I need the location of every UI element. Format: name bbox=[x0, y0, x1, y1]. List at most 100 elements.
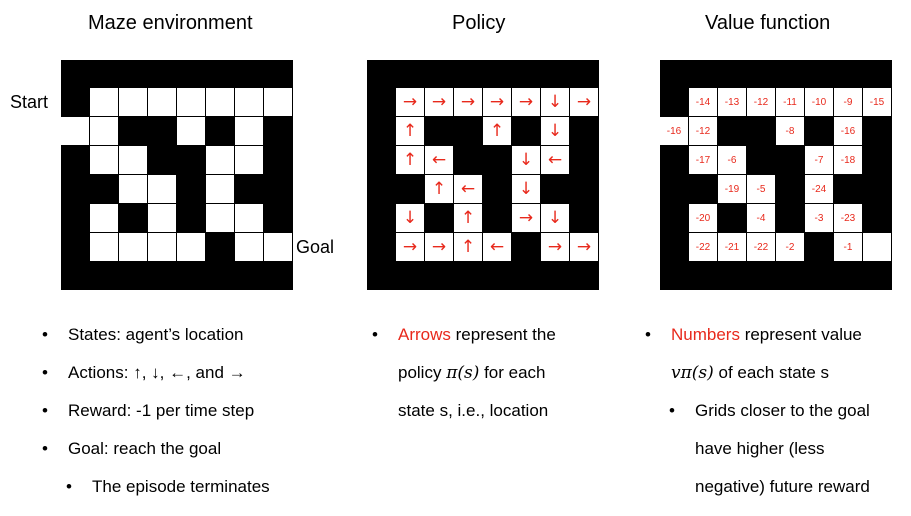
policy-open-cell: ↓ bbox=[541, 204, 569, 232]
policy-wall-cell bbox=[570, 204, 598, 232]
policy-wall-cell bbox=[367, 146, 395, 174]
value-wall-cell bbox=[689, 175, 717, 203]
value-grid: -14-13-12-11-10-9-15-12-8-16-17-6-7-18-1… bbox=[660, 88, 891, 261]
value-wall-cell bbox=[805, 233, 833, 261]
maze-wall-cell bbox=[61, 175, 89, 203]
maze-open-cell bbox=[206, 88, 234, 116]
policy-open-cell: → bbox=[512, 204, 540, 232]
policy-open-cell: ↑ bbox=[454, 233, 482, 261]
value-open-cell: -3 bbox=[805, 204, 833, 232]
value-entry-cell: -16 bbox=[660, 117, 688, 145]
policy-open-cell: → bbox=[396, 88, 424, 116]
maze-wall-cell bbox=[264, 204, 292, 232]
maze-wall-cell bbox=[264, 175, 292, 203]
policy-open-cell: → bbox=[512, 88, 540, 116]
policy-bullet-line3: state s, i.e., location bbox=[398, 401, 549, 420]
policy-grid: →→→→→↓→↑↑↓↑←↓←↑←↓↓↑→↓→→↑←→→ bbox=[367, 88, 598, 261]
value-open-cell: -2 bbox=[776, 233, 804, 261]
maze-wall-cell bbox=[177, 175, 205, 203]
value-sub-bullet: Grids closer to the goal bbox=[645, 392, 870, 430]
policy-open-cell: → bbox=[396, 233, 424, 261]
start-label: Start bbox=[10, 92, 49, 112]
value-wall-cell bbox=[660, 88, 688, 116]
policy-open-cell: ↓ bbox=[541, 117, 569, 145]
maze-open-cell bbox=[148, 88, 176, 116]
maze-title: Maze environment bbox=[88, 12, 253, 34]
value-open-cell: -4 bbox=[747, 204, 775, 232]
value-bullets: Numbers represent value vπ(s) of each st… bbox=[645, 316, 870, 506]
value-open-cell: -12 bbox=[747, 88, 775, 116]
policy-wall-cell bbox=[483, 146, 511, 174]
value-wall-cell bbox=[776, 204, 804, 232]
value-open-cell: -13 bbox=[718, 88, 746, 116]
policy-wall-cell bbox=[425, 204, 453, 232]
value-wall-cell bbox=[747, 146, 775, 174]
maze-bullets: States: agent’s location Actions: ↑, ↓, … bbox=[42, 316, 270, 506]
policy-open-cell: ↓ bbox=[512, 146, 540, 174]
value-wall-cell bbox=[718, 204, 746, 232]
maze-open-cell bbox=[264, 233, 292, 261]
policy-wall-cell bbox=[367, 204, 395, 232]
maze-wall-cell bbox=[119, 117, 147, 145]
maze-open-cell bbox=[148, 175, 176, 203]
value-wall-cell bbox=[660, 204, 688, 232]
policy-wall-cell bbox=[367, 88, 395, 116]
value-wall-cell bbox=[660, 233, 688, 261]
value-wall-cell bbox=[776, 175, 804, 203]
maze-open-cell bbox=[119, 146, 147, 174]
maze-open-cell bbox=[264, 88, 292, 116]
states-bullet: States: agent’s location bbox=[42, 316, 270, 354]
policy-wall-cell bbox=[454, 146, 482, 174]
maze-open-cell bbox=[206, 204, 234, 232]
policy-open-cell: ← bbox=[454, 175, 482, 203]
maze-open-cell bbox=[235, 117, 263, 145]
value-sub-line2: have higher (less bbox=[695, 439, 825, 458]
maze-open-cell bbox=[235, 233, 263, 261]
value-title: Value function bbox=[705, 12, 831, 34]
value-open-cell: -17 bbox=[689, 146, 717, 174]
value-open-cell: -18 bbox=[834, 146, 862, 174]
policy-wall-cell bbox=[367, 233, 395, 261]
value-wall-cell bbox=[718, 117, 746, 145]
value-open-cell bbox=[863, 233, 891, 261]
maze-wall-cell bbox=[148, 146, 176, 174]
value-wall-cell bbox=[747, 117, 775, 145]
value-open-cell: -9 bbox=[834, 88, 862, 116]
policy-open-cell: ← bbox=[425, 146, 453, 174]
value-wall-cell bbox=[863, 204, 891, 232]
value-wall-cell bbox=[805, 117, 833, 145]
policy-open-cell: → bbox=[425, 88, 453, 116]
value-sub-line3: negative) future reward bbox=[695, 477, 870, 496]
value-open-cell: -1 bbox=[834, 233, 862, 261]
value-open-cell: -19 bbox=[718, 175, 746, 203]
value-open-cell: -11 bbox=[776, 88, 804, 116]
maze-wall-cell bbox=[119, 204, 147, 232]
policy-wall-cell bbox=[570, 175, 598, 203]
goal-label: Goal bbox=[296, 237, 335, 257]
reward-bullet: Reward: -1 per time step bbox=[42, 392, 270, 430]
maze-open-cell bbox=[119, 233, 147, 261]
maze-wall-cell bbox=[61, 204, 89, 232]
policy-open-cell bbox=[367, 117, 395, 145]
actions-bullet: Actions: ↑, ↓, ←, and → bbox=[42, 354, 270, 392]
maze-open-cell bbox=[90, 88, 118, 116]
maze-wall-cell bbox=[90, 175, 118, 203]
policy-wall-cell bbox=[512, 117, 540, 145]
maze-wall-cell bbox=[206, 233, 234, 261]
policy-open-cell: → bbox=[541, 233, 569, 261]
maze-open-cell bbox=[235, 88, 263, 116]
value-open-cell: -15 bbox=[863, 88, 891, 116]
value-open-cell: -6 bbox=[718, 146, 746, 174]
value-wall-cell bbox=[863, 146, 891, 174]
policy-wall-cell bbox=[570, 117, 598, 145]
policy-open-cell: ← bbox=[483, 233, 511, 261]
maze-open-cell bbox=[119, 88, 147, 116]
value-open-cell: -24 bbox=[805, 175, 833, 203]
policy-bullets: Arrows represent the policy π(s) for eac… bbox=[372, 316, 556, 430]
maze-open-cell bbox=[90, 204, 118, 232]
maze-open-cell bbox=[206, 146, 234, 174]
value-wall-cell bbox=[660, 175, 688, 203]
policy-open-cell: → bbox=[483, 88, 511, 116]
goal-bullet: Goal: reach the goal bbox=[42, 430, 270, 468]
value-wall-cell bbox=[834, 175, 862, 203]
